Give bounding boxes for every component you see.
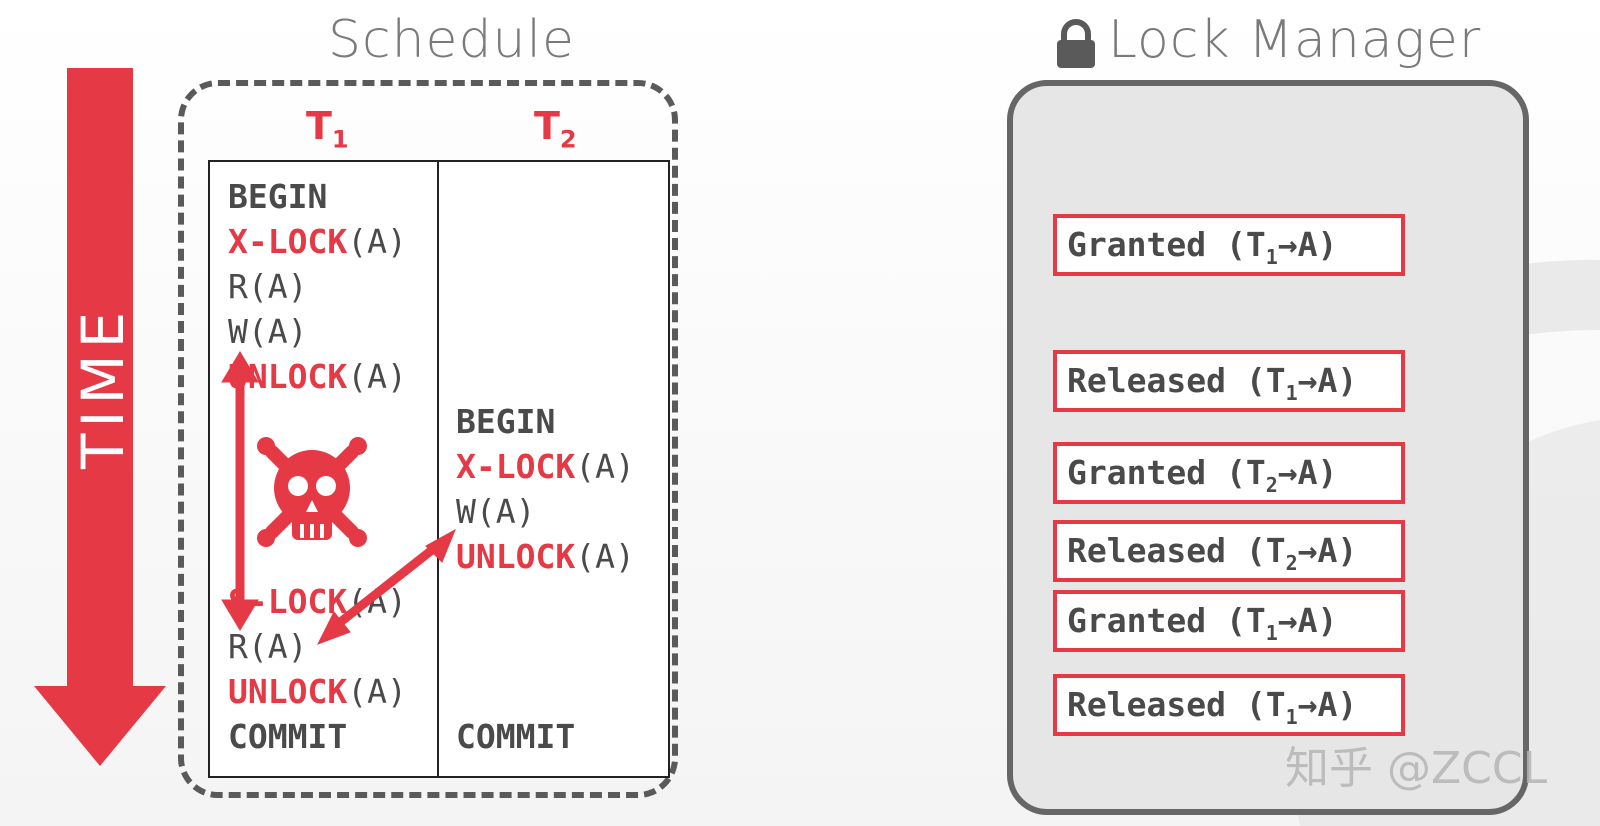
t2-header-sub: 2: [559, 125, 577, 154]
lock-icon: [1057, 19, 1095, 68]
schedule-frame: [178, 80, 678, 798]
t1-op-write: W(A): [228, 312, 308, 351]
lock-entry-granted-t1-2: Granted (T1→A): [1053, 590, 1405, 652]
lock-entry-granted-t1-1: Granted (T1→A): [1053, 214, 1405, 276]
diagonal-conflict-arrow: [316, 528, 456, 645]
t1-header-label: T: [306, 104, 332, 148]
watermark: 知乎 @ZCCL: [1285, 743, 1548, 794]
t1-op-commit: COMMIT: [228, 717, 348, 756]
t1-op-begin: BEGIN: [228, 177, 328, 216]
t2-header-label: T: [534, 104, 560, 148]
t2-header: T2: [534, 104, 577, 154]
t1-header: T1: [306, 104, 349, 154]
t2-op-unlock: UNLOCK(A): [456, 537, 635, 576]
t2-op-xlock: X-LOCK(A): [456, 447, 635, 486]
t2-op-commit: COMMIT: [456, 717, 576, 756]
lock-entry-granted-t2: Granted (T2→A): [1053, 442, 1405, 504]
schedule-table: [208, 160, 670, 778]
time-arrow: [34, 68, 166, 766]
t1-op-unlock-2: UNLOCK(A): [228, 672, 407, 711]
t1-header-sub: 1: [331, 125, 349, 154]
schedule-title: Schedule: [328, 10, 575, 70]
column-divider: [437, 160, 439, 778]
t1-op-read: R(A): [228, 267, 308, 306]
t1-op-xlock: X-LOCK(A): [228, 222, 407, 261]
lock-entry-released-t2: Released (T2→A): [1053, 520, 1405, 582]
vertical-conflict-arrow: [221, 351, 259, 631]
lock-entry-released-t1-2: Released (T1→A): [1053, 674, 1405, 736]
lock-entry-released-t1-1: Released (T1→A): [1053, 350, 1405, 412]
t1-op-read-2: R(A): [228, 627, 308, 666]
skull-crossbones-icon: [257, 437, 367, 547]
t2-op-write: W(A): [456, 492, 536, 531]
lock-manager-title: Lock Manager: [1108, 10, 1482, 70]
conflict-overlay: [221, 351, 456, 645]
t2-op-begin: BEGIN: [456, 402, 556, 441]
